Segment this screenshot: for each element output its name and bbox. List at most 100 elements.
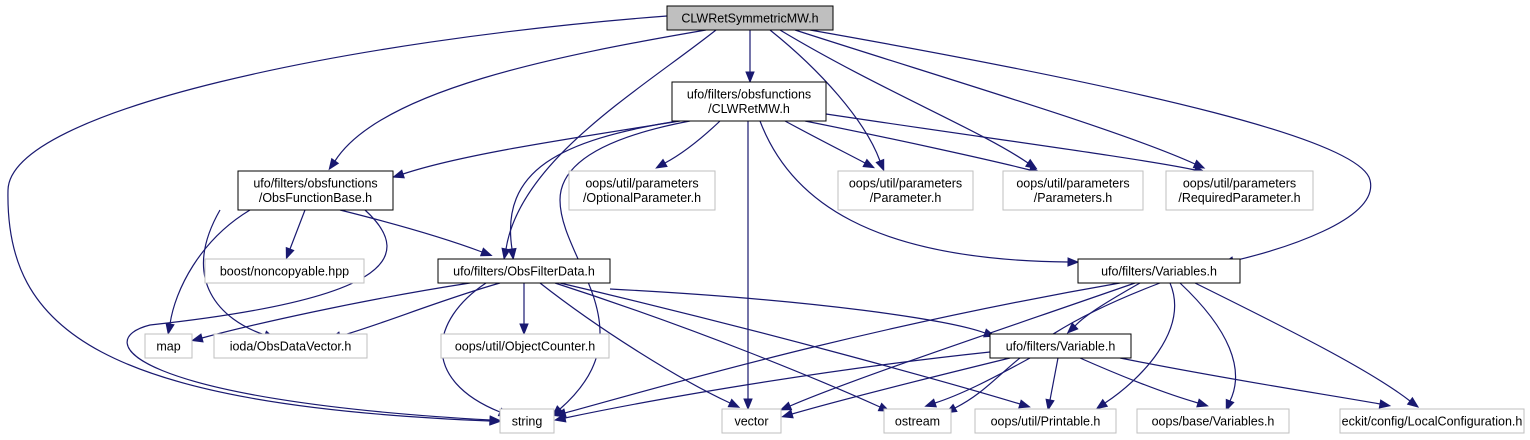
edge-root-to-parameter-arrowhead: [875, 158, 885, 172]
edge-line: [789, 282, 1136, 407]
edge-root-to-requiredparameter-arrowhead: [1192, 159, 1206, 169]
node-obsfunctionbase[interactable]: ufo/filters/obsfunctions/ObsFunctionBase…: [237, 170, 394, 211]
edge-line: [554, 282, 881, 408]
node-label: /RequiredParameter.h: [1178, 191, 1300, 205]
node-box: [1165, 170, 1314, 211]
edge-line: [202, 209, 266, 336]
node-label: CLWRetSymmetricMW.h: [681, 11, 818, 25]
node-map: map: [144, 333, 193, 359]
edge-root-to-requiredparameter: [794, 29, 1206, 169]
edge-clwretmw-to-optionalparameter-arrowhead: [655, 158, 668, 169]
edges-layer: [7, 15, 1420, 426]
node-variables[interactable]: ufo/filters/Variables.h: [1077, 258, 1241, 284]
node-label: oops/util/ObjectCounter.h: [455, 339, 595, 353]
edge-obsfunctionbase-to-obsfilterdata-arrowhead: [479, 247, 493, 257]
edge-variables-to-basevariables-arrowhead: [1225, 398, 1235, 412]
edge-obsfunctionbase-to-noncopyable: [285, 209, 306, 260]
edge-obsfilterdata-to-map: [191, 282, 471, 343]
edge-obsfunctionbase-to-noncopyable-arrowhead: [285, 246, 295, 260]
edge-obsfilterdata-to-vector-arrowhead: [727, 398, 741, 408]
node-box: [568, 170, 716, 211]
edge-variables-to-variable-arrowhead: [1066, 322, 1079, 334]
node-ostream: ostream: [883, 408, 952, 434]
node-box: [144, 333, 193, 359]
edge-variables-to-basevariables: [1179, 282, 1237, 412]
edge-obsfilterdata-to-map-arrowhead: [191, 333, 204, 343]
edge-obsfilterdata-to-variable: [609, 288, 996, 338]
node-label: /Parameter.h: [870, 191, 942, 205]
edge-clwretmw-to-obsfilterdata: [507, 120, 679, 261]
edge-line: [334, 29, 707, 162]
edge-clwretmw-to-optionalparameter: [655, 120, 721, 169]
edge-line: [289, 209, 306, 250]
edge-variable-to-vector: [781, 357, 1011, 419]
edge-clwretmw-to-parameter-arrowhead: [862, 158, 876, 169]
node-obsfilterdata[interactable]: ufo/filters/ObsFilterData.h: [437, 258, 611, 284]
edge-clwretmw-to-obsfunctionbase: [392, 120, 681, 179]
edge-obsfunctionbase-to-obsfilterdata: [339, 209, 493, 257]
node-variable[interactable]: ufo/filters/Variable.h: [989, 333, 1132, 359]
edge-line: [505, 29, 717, 250]
node-box: [974, 408, 1117, 434]
edge-line: [564, 282, 1121, 414]
edge-line: [664, 120, 721, 164]
node-label: vector: [734, 414, 768, 428]
edge-obsfilterdata-to-printable-arrowhead: [1018, 399, 1031, 409]
edge-line: [1074, 282, 1141, 327]
node-label: oops/util/parameters: [1016, 177, 1129, 191]
edge-obsfunctionbase-to-map: [165, 209, 251, 336]
edge-root-to-obsfilterdata: [501, 29, 717, 261]
node-label: ostream: [895, 414, 940, 428]
node-label: map: [156, 339, 180, 353]
node-box: [837, 170, 974, 211]
edge-line: [201, 282, 471, 339]
edge-line: [126, 209, 491, 421]
node-box: [437, 258, 611, 284]
node-label: boost/noncopyable.hpp: [220, 264, 349, 278]
node-box: [671, 81, 827, 122]
node-box: [1002, 170, 1144, 211]
node-label: ioda/ObsDataVector.h: [230, 339, 352, 353]
node-vector: vector: [721, 408, 782, 434]
edge-clwretmw-to-parameters: [804, 120, 1042, 175]
edge-line: [402, 120, 681, 175]
edge-line: [1104, 282, 1176, 404]
edge-line: [825, 113, 1196, 171]
edge-variable-to-vector-arrowhead: [781, 409, 794, 419]
edge-line: [7, 15, 668, 422]
node-box: [440, 333, 610, 359]
edge-variables-to-vector: [779, 282, 1136, 411]
edge-root-to-variables: [809, 29, 1372, 266]
edge-line: [510, 120, 679, 250]
edge-root-to-obsfilterdata-arrowhead: [501, 247, 511, 261]
node-label: oops/base/Variables.h: [1152, 414, 1275, 428]
node-label: ufo/filters/Variables.h: [1101, 264, 1217, 278]
node-label: oops/util/parameters: [849, 177, 962, 191]
edge-obsfunctionbase-to-string: [126, 209, 502, 425]
edge-clwretmw-to-vector-arrowhead: [743, 398, 753, 411]
node-parameters: oops/util/parameters/Parameters.h: [1002, 170, 1144, 211]
edge-variable-to-string-arrowhead: [553, 413, 567, 423]
edge-variable-to-ostream-arrowhead: [924, 398, 938, 408]
edge-root-to-obsfunctionbase: [328, 29, 707, 171]
node-box: [213, 333, 368, 359]
node-label: ufo/filters/Variable.h: [1006, 339, 1116, 353]
node-root: CLWRetSymmetricMW.h: [666, 5, 834, 31]
edge-line: [769, 29, 881, 162]
edge-variable-to-printable-arrowhead: [1045, 398, 1055, 412]
node-label: oops/util/parameters: [585, 177, 698, 191]
edge-variable-to-basevariables-arrowhead: [1196, 398, 1209, 408]
edge-obsfunctionbase-to-map-arrowhead: [165, 322, 175, 336]
node-box: [1077, 258, 1241, 284]
edge-line: [564, 351, 991, 419]
node-clwretmw[interactable]: ufo/filters/obsfunctions/CLWRetMW.h: [671, 81, 827, 122]
edge-clwretmw-to-obsfilterdata-arrowhead: [507, 247, 517, 261]
edge-line: [779, 29, 1029, 164]
node-box: [1136, 408, 1290, 434]
node-noncopyable: boost/noncopyable.hpp: [204, 258, 365, 284]
edge-variable-to-basevariables: [1079, 357, 1209, 408]
edge-variables-to-printable: [1095, 282, 1176, 410]
edge-variable-to-ostream: [924, 357, 1031, 408]
edge-variable-to-localconfiguration-arrowhead: [1378, 399, 1392, 409]
